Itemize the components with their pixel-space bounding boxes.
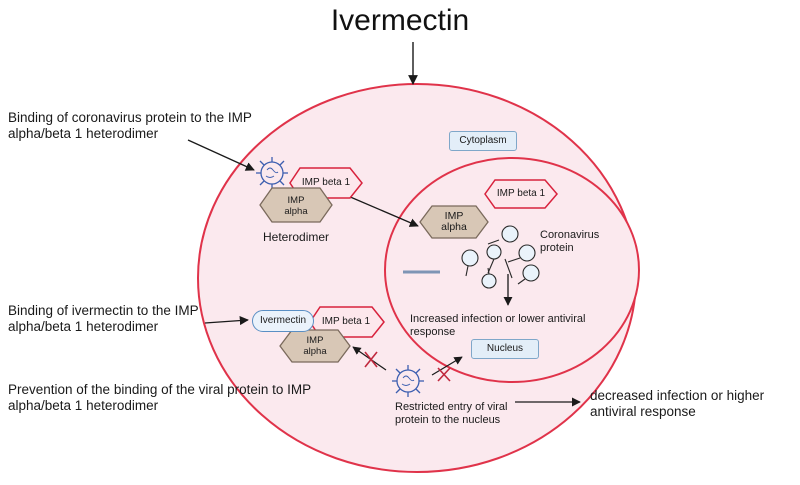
- ivermectin-pill: Ivermectin: [252, 310, 314, 332]
- label-decreased-infection: decreased infection or higher antiviral …: [590, 388, 765, 419]
- imp-alpha-hexagon: [259, 187, 333, 223]
- cross-icon: [437, 367, 451, 382]
- imp-beta-hexagon-nucleus: [484, 179, 558, 209]
- cytoplasm-box: Cytoplasm: [449, 131, 517, 151]
- arrow-heterodimer-to-nucleus: [347, 195, 419, 227]
- imp-alpha-hexagon-ivermectin: [279, 329, 351, 363]
- arrow-binding-coronavirus: [187, 139, 255, 171]
- imp-beta-label-nucleus: IMP beta 1: [496, 188, 546, 199]
- label-binding-ivermectin: Binding of ivermectin to the IMP alpha/b…: [8, 303, 199, 334]
- imp-alpha-label-nucleus: IMP alpha: [441, 210, 467, 233]
- blocked-arrow-to-nucleus: [431, 356, 463, 376]
- page-title: Ivermectin: [330, 4, 470, 37]
- label-coronavirus-protein: Coronavirus protein: [540, 229, 600, 254]
- label-prevention: Prevention of the binding of the viral p…: [8, 382, 311, 413]
- coronavirus-icon: [392, 365, 424, 397]
- cross-icon: [364, 351, 378, 368]
- imp-beta-label-ivermectin: IMP beta 1: [321, 316, 371, 327]
- imp-beta-label: IMP beta 1: [301, 177, 351, 188]
- imp-alpha-label: IMP alpha: [284, 195, 308, 217]
- label-heterodimer: Heterodimer: [263, 230, 330, 244]
- nucleus-box: Nucleus: [471, 339, 539, 359]
- label-binding-coronavirus: Binding of coronavirus protein to the IM…: [8, 110, 252, 141]
- arrow-binding-ivermectin: [204, 316, 249, 326]
- label-restricted-entry: Restricted entry of viral protein to the…: [395, 401, 508, 426]
- coronavirus-protein-icon: [461, 225, 540, 289]
- coronavirus-icon: [256, 157, 288, 189]
- imp-alpha-label-ivermectin: IMP alpha: [303, 335, 327, 357]
- imp-alpha-hexagon-nucleus: [419, 205, 489, 239]
- label-increased-infection: Increased infection or lower antiviral r…: [410, 313, 586, 338]
